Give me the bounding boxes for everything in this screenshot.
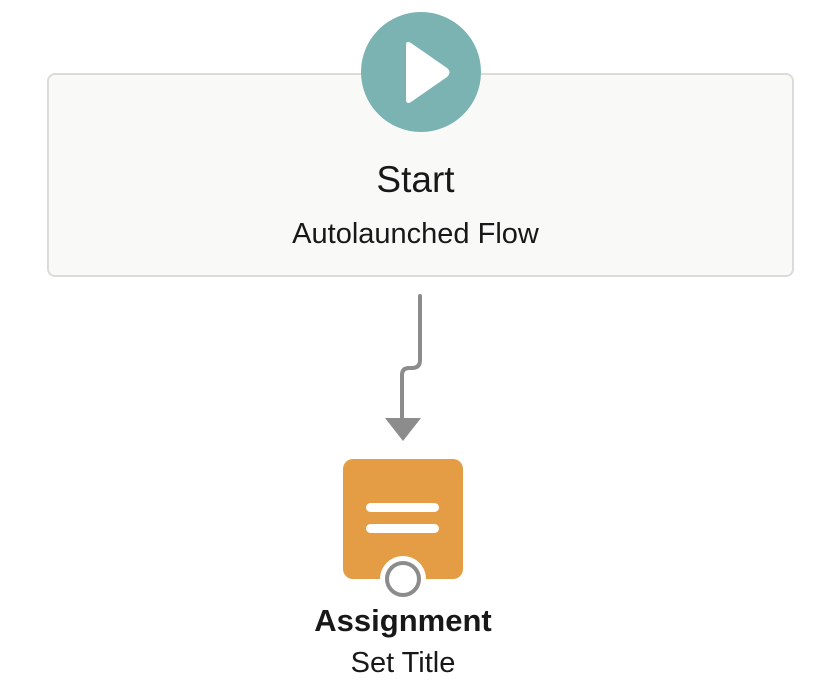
assignment-lines-icon	[366, 503, 439, 533]
node-connector-handle[interactable]	[380, 556, 426, 602]
start-node-subtitle: Autolaunched Flow	[292, 218, 539, 250]
connector-arrowhead-icon	[385, 418, 421, 441]
assignment-node-type: Assignment	[314, 603, 492, 638]
assignment-node-name: Set Title	[350, 647, 456, 679]
start-node-icon[interactable]	[361, 12, 481, 132]
play-icon	[406, 41, 450, 103]
connector-circle-icon	[385, 561, 421, 597]
start-node-title: Start	[376, 159, 455, 200]
